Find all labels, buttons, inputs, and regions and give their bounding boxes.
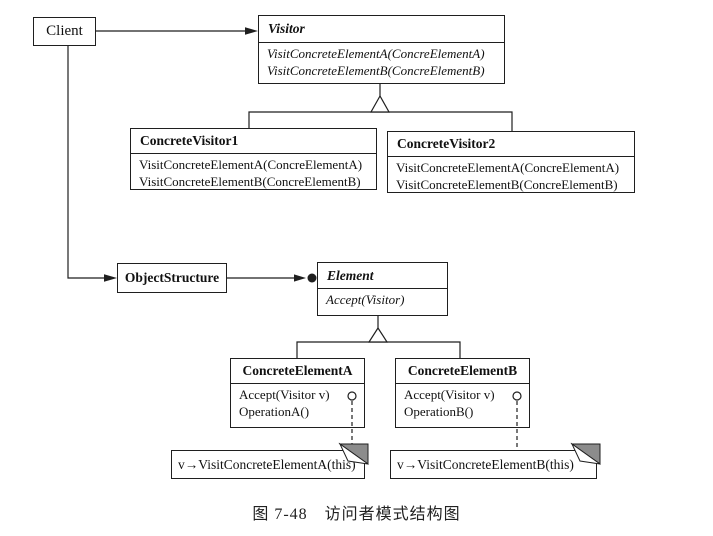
element-method-accept: Accept(Visitor): [326, 292, 405, 307]
concrete-visitor2-method-b: VisitConcreteElementB(ConcreElementB): [396, 176, 618, 192]
figure-caption: 图 7-48 访问者模式结构图: [252, 506, 461, 523]
element-generalization-triangle-icon: [367, 326, 389, 343]
concrete-element-b-title: ConcreteElementB: [396, 359, 529, 384]
concrete-element-b-methods: Accept(Visitor v) OperationB(): [396, 384, 529, 420]
client-class-box: Client: [33, 17, 96, 46]
element-methods: Accept(Visitor): [318, 289, 447, 309]
objectstructure-arrowhead-icon: [104, 274, 117, 282]
concrete-visitor2-class-box: ConcreteVisitor2 VisitConcreteElementA(C…: [387, 131, 635, 193]
visitor-method-a: VisitConcreteElementA(ConcreElementA): [267, 46, 485, 61]
element-class-box: Element Accept(Visitor): [317, 262, 448, 316]
concrete-visitor1-method-a: VisitConcreteElementA(ConcreElementA): [139, 157, 363, 172]
element-arrowhead-icon: [294, 274, 306, 282]
note-a-text: v→VisitConcreteElementA(this): [178, 456, 356, 472]
note-b-text: v→VisitConcreteElementB(this): [397, 456, 574, 472]
concrete-element-a-title: ConcreteElementA: [231, 359, 364, 384]
object-structure-label: ObjectStructure: [124, 270, 220, 285]
concrete-element-b-method-operation: OperationB(): [404, 403, 474, 419]
note-a-box: v→VisitConcreteElementA(this): [171, 450, 365, 479]
concrete-visitor2-method-a: VisitConcreteElementA(ConcreElementA): [396, 160, 620, 175]
concrete-visitor1-methods: VisitConcreteElementA(ConcreElementA) Vi…: [131, 154, 376, 190]
element-inheritance-rail: [296, 341, 461, 358]
visitor-method-b: VisitConcreteElementB(ConcreElementB): [267, 62, 485, 78]
element-anchor-dot-icon: [307, 273, 317, 283]
concrete-visitor2-title: ConcreteVisitor2: [388, 132, 634, 157]
concrete-visitor1-method-b: VisitConcreteElementB(ConcreElementB): [139, 173, 361, 189]
client-to-objectstructure-line: [67, 46, 109, 279]
concrete-visitor1-title: ConcreteVisitor1: [131, 129, 376, 154]
concrete-element-b-class-box: ConcreteElementB Accept(Visitor v) Opera…: [395, 358, 530, 428]
visitor-generalization-triangle-icon: [369, 94, 391, 113]
visitor-class-title: Visitor: [259, 16, 504, 43]
concrete-visitor2-methods: VisitConcreteElementA(ConcreElementA) Vi…: [388, 157, 634, 193]
concrete-element-a-methods: Accept(Visitor v) OperationA(): [231, 384, 364, 420]
concrete-element-b-method-accept: Accept(Visitor v): [404, 387, 495, 402]
concrete-element-a-method-accept: Accept(Visitor v): [239, 387, 330, 402]
concrete-element-a-class-box: ConcreteElementA Accept(Visitor v) Opera…: [230, 358, 365, 428]
client-class-label: Client: [46, 23, 83, 39]
visitor-arrowhead-icon: [245, 27, 258, 35]
element-class-title: Element: [318, 263, 447, 289]
visitor-methods: VisitConcreteElementA(ConcreElementA) Vi…: [259, 43, 504, 79]
object-structure-box: ObjectStructure: [117, 263, 227, 293]
note-b-box: v→VisitConcreteElementB(this): [390, 450, 597, 479]
visitor-class-box: Visitor VisitConcreteElementA(ConcreElem…: [258, 15, 505, 84]
concrete-visitor1-class-box: ConcreteVisitor1 VisitConcreteElementA(C…: [130, 128, 377, 190]
concrete-element-a-method-operation: OperationA(): [239, 403, 310, 419]
